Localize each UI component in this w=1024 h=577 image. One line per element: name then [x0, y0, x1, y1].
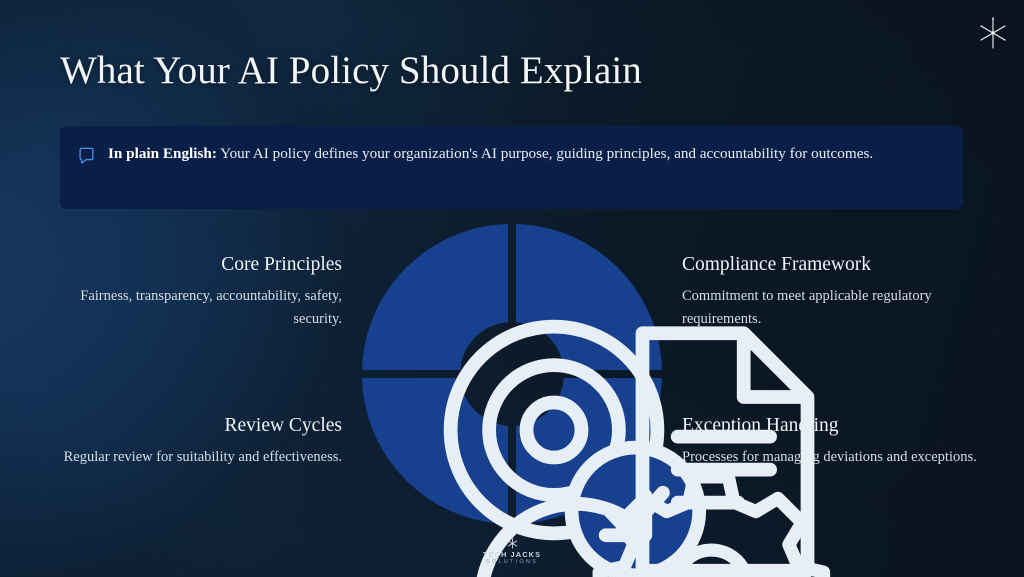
segment-label-core-principles: Core Principles Fairness, transparency, … [40, 253, 342, 330]
segment-title: Compliance Framework [682, 254, 871, 275]
callout-box: In plain English: Your AI policy defines… [60, 126, 963, 209]
segment-title: Core Principles [221, 254, 342, 275]
segment-description: Fairness, transparency, accountability, … [80, 288, 342, 327]
segment-title: Review Cycles [224, 415, 342, 436]
callout-body: Your AI policy defines your organization… [216, 145, 874, 162]
refresh-cycle-icon [422, 445, 653, 577]
sparkle-icon [972, 12, 1014, 54]
segment-description: Processes for managing deviations and ex… [682, 449, 977, 466]
gears-icon [570, 445, 831, 577]
document-icon [571, 298, 815, 577]
page-title: What Your AI Policy Should Explain [60, 49, 642, 92]
callout-text: In plain English: Your AI policy defines… [108, 143, 873, 165]
donut-diagram [358, 220, 831, 577]
callout-lead: In plain English: [108, 145, 217, 162]
message-square-icon [78, 147, 95, 164]
segment-label-review-cycles: Review Cycles Regular review for suitabi… [40, 414, 342, 469]
segment-description: Regular review for suitability and effec… [63, 449, 342, 466]
segment-description: Commitment to meet applicable regulatory… [682, 288, 932, 327]
segment-label-compliance-framework: Compliance Framework Commitment to meet … [682, 253, 992, 330]
target-check-icon [422, 298, 707, 577]
